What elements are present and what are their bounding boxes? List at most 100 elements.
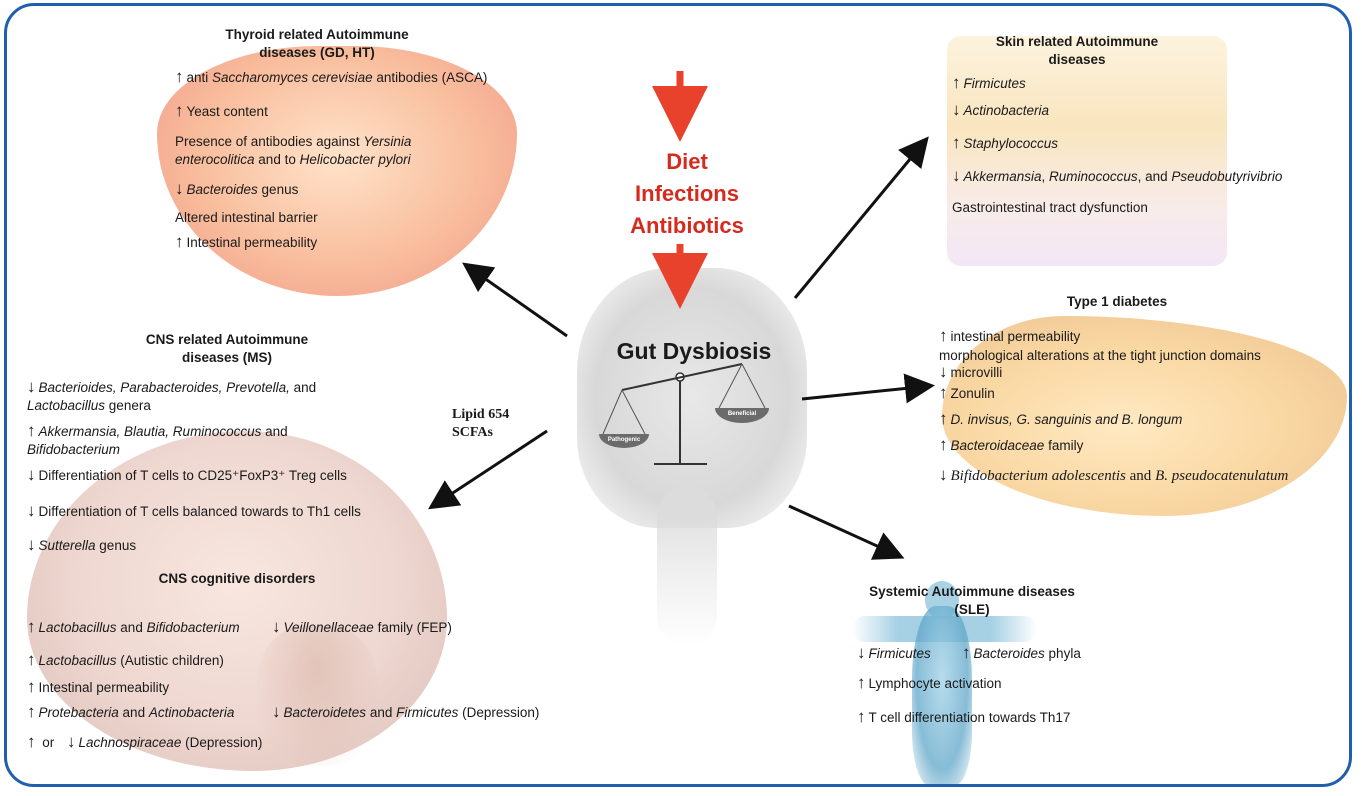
thyroid-finding-line: ↑Yeast content [175,102,268,120]
t1d-finding-line: ↑Zonulin [939,384,995,402]
finding-text: Differentiation of T cells to CD25⁺FoxP3… [38,468,347,483]
cns-finding-line: ↓Sutterella genus [27,536,136,554]
skin-finding-line: ↑Staphylococcus [952,134,1058,152]
cog-finding-line: ↑ or [27,733,54,751]
finding-text: Intestinal permeability [186,235,318,250]
finding-text: Bacteroides [973,646,1045,661]
up-arrow-icon: ↑ [939,383,948,402]
finding-text: phyla [1044,646,1081,661]
down-arrow-icon: ↓ [27,465,36,484]
finding-text: Gastrointestinal tract dysfunction [952,200,1148,215]
scale-label-beneficial: Beneficial [727,411,757,417]
finding-text: or [38,735,55,750]
finding-text: Actinobacteria [963,103,1050,118]
finding-text: and [118,705,149,720]
finding-text: Yeast content [186,104,268,119]
down-arrow-icon: ↓ [939,362,948,381]
finding-text: Yersinia [363,134,412,149]
finding-text: Bifidobacterium [146,620,240,635]
skin-title-line: diseases [1048,52,1106,67]
skin-finding-line: ↓Actinobacteria [952,101,1049,119]
up-arrow-icon: ↑ [27,650,36,669]
finding-text: Akkermansia, Blautia, Ruminococcus [38,424,262,439]
sle-finding-line: ↓Firmicutes [857,644,931,662]
up-arrow-icon: ↑ [175,101,184,120]
arrow-to-diabetes [801,373,935,404]
thyroid-finding-line: enterocolitica and to Helicobacter pylor… [175,151,411,168]
finding-text: Differentiation of T cells balanced towa… [38,504,361,519]
thyroid-title-line: Thyroid related Autoimmune [225,27,409,42]
down-arrow-icon: ↓ [27,535,36,554]
cog-finding-line: ↑Lactobacillus (Autistic children) [27,651,224,669]
arrow-to-sle [788,504,905,560]
metabolite-lipid: Lipid 654 [452,407,510,422]
finding-text: anti [186,70,213,85]
finding-text: and [261,424,288,439]
down-arrow-icon: ↓ [175,179,184,198]
causes-list: Diet Infections Antibiotics [607,146,767,242]
down-arrow-icon: ↓ [952,166,961,185]
skin-title-line: Skin related Autoimmune [995,34,1159,49]
up-arrow-icon: ↑ [939,435,948,454]
finding-text: Zonulin [950,386,995,401]
diagram-arrows [427,71,935,560]
finding-text: genus [95,538,137,553]
cns-title-line: diseases (MS) [181,350,273,365]
finding-text: antibodies (ASCA) [372,70,488,85]
finding-text: Bifidobacterium adolescentis [950,468,1126,484]
sle-finding-line: ↑Lymphocyte activation [857,674,1002,692]
arrow-to-skin [793,136,929,299]
finding-text: , and [1137,169,1172,184]
finding-text: and [289,380,317,395]
metabolite-scfa: SCFAs [452,425,493,440]
finding-text: Bifidobacterium [27,442,121,457]
t1d-title: Type 1 diabetes [1066,294,1168,309]
finding-text: Bacteroidaceae [950,438,1045,453]
finding-text: (Depression) [181,735,263,750]
down-arrow-icon: ↓ [27,377,36,396]
sle-finding-line-secondary: ↑Bacteroides phyla [962,644,1081,662]
arrow-to-cns [427,429,548,510]
up-arrow-icon: ↑ [952,133,961,152]
finding-text: Protebacteria [38,705,119,720]
finding-text: Lactobacillus [38,620,117,635]
skin-finding-line: ↑Firmicutes [952,74,1026,92]
arrow-to-thyroid [462,262,568,338]
pancreas-illustration [942,316,1347,516]
finding-text: Intestinal permeability [38,680,170,695]
brain-illustration [27,431,447,771]
finding-text: Firmicutes [963,76,1026,91]
up-arrow-icon: ↑ [175,67,184,86]
finding-text: , [1041,169,1050,184]
scale-label-pathogenic: Pathogenic [607,437,641,443]
sle-title-line: Systemic Autoimmune diseases [869,584,1075,599]
human-body-illustration [912,606,972,784]
down-arrow-icon: ↓ [857,643,866,662]
cause-antibiotics: Antibiotics [630,213,744,238]
finding-text: Actinobacteria [148,705,235,720]
t1d-finding-line: ↓Bifidobacterium adolescentis and B. pse… [939,466,1288,485]
finding-text: Bacteroides [186,182,258,197]
thyroid-illustration [157,46,517,296]
finding-text: (Depression) [458,705,540,720]
gut-illustration [577,268,807,528]
finding-text: Lymphocyte activation [868,676,1002,691]
finding-text: Firmicutes [396,705,459,720]
finding-text: and [116,620,147,635]
sle-title-line: (SLE) [954,602,990,617]
skin-finding-line: Gastrointestinal tract dysfunction [952,199,1148,216]
finding-text: intestinal permeability [950,329,1081,344]
skin-illustration [947,36,1227,266]
finding-text: Bacterioides, Parabacteroides, Prevotell… [38,380,290,395]
t1d-finding-line: ↓microvilli [939,363,1002,381]
up-arrow-icon: ↑ [27,677,36,696]
down-arrow-icon: ↓ [27,501,36,520]
up-arrow-icon: ↑ [952,73,961,92]
up-arrow-icon: ↑ [939,409,948,428]
finding-text: Veillonellaceae [283,620,374,635]
finding-text: microvilli [950,365,1003,380]
cns-finding-line: ↑Akkermansia, Blautia, Ruminococcus and [27,422,288,440]
figure-frame: Pathogenic Beneficial Diet Infections An… [4,3,1352,787]
sle-title: Systemic Autoimmune diseases (SLE) [847,583,1097,619]
cns-finding-line: ↓Bacterioides, Parabacteroides, Prevotel… [27,378,316,396]
